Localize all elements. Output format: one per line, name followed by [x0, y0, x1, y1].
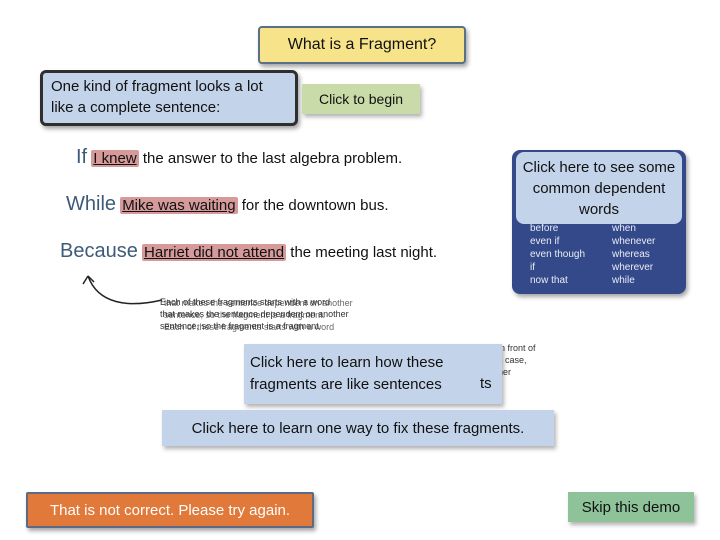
skip-demo-button[interactable]: Skip this demo: [568, 492, 694, 522]
title-box: What is a Fragment?: [258, 26, 466, 64]
overlapping-line-2: that makes the sentence dependent on ano…: [160, 309, 349, 319]
sentence-rest-2: for the downtown bus.: [241, 197, 389, 214]
overlapping-explanation: Each of these fragments starts with a wo…: [160, 296, 349, 332]
subordinator-if: If: [76, 146, 88, 168]
error-message: That is not correct. Please try again.: [26, 492, 314, 528]
dependent-words-col-2: when whenever whereas wherever while: [612, 222, 655, 287]
sentence-1: If I knew the answer to the last algebra…: [76, 146, 402, 169]
overlapping-line-3b: Each of these fragments starts with a wo…: [164, 322, 335, 332]
fragment-highlight-3: Harriet did not attend: [142, 244, 287, 261]
dependent-word: while: [612, 275, 635, 286]
dependent-word: when: [612, 223, 636, 234]
sentence-2: While Mike was waiting for the downtown …: [66, 193, 389, 216]
fragment-highlight-2: Mike was waiting: [120, 197, 238, 214]
fragment-highlight-1: I knew: [91, 150, 139, 167]
dependent-words-label: Click here to see some common dependent …: [522, 158, 676, 218]
overlapping-line-1b: that makes the sentence dependent on ano…: [164, 298, 353, 308]
overlapping-line-1: Each of these fragments starts with a wo…: [160, 297, 331, 307]
dependent-words-col-1: before even if even though if now that: [530, 222, 585, 287]
intro-text: One kind of fragment looks a lot like a …: [51, 78, 263, 116]
fix-fragments-button[interactable]: Click here to learn one way to fix these…: [162, 410, 554, 446]
dependent-word: whereas: [612, 249, 650, 260]
dependent-word: before: [530, 223, 559, 234]
error-message-text: That is not correct. Please try again.: [49, 501, 291, 519]
hidden-line-1: in front of: [498, 343, 536, 353]
learn-how-label: Click here to learn how these fragments …: [250, 354, 444, 393]
hidden-line-2: s case,: [498, 355, 527, 365]
sentence-rest-1: the answer to the last algebra problem.: [142, 150, 403, 167]
dependent-word: wherever: [612, 262, 654, 273]
overlapping-explanation-layer: that makes the sentence dependent on ano…: [164, 297, 353, 333]
learn-how-button[interactable]: Click here to learn how these fragments …: [244, 344, 502, 404]
hidden-text-right: in front of s case, her: [498, 342, 536, 378]
page-title: What is a Fragment?: [287, 36, 437, 53]
subordinator-while: While: [66, 193, 117, 215]
dependent-word: if: [530, 262, 535, 273]
intro-box: One kind of fragment looks a lot like a …: [40, 70, 298, 126]
dependent-word: now that: [530, 275, 568, 286]
dependent-word: even if: [530, 236, 560, 247]
learn-suffix-text: ts: [480, 375, 492, 392]
curved-arrow-icon: [82, 275, 163, 305]
overlapping-line-3: sentence, so the fragment is a fragment.: [160, 321, 322, 331]
fix-fragments-label: Click here to learn one way to fix these…: [191, 419, 525, 437]
overlapping-line-2b: sentence, so the fragment is a fragment.: [164, 310, 326, 320]
sentence-rest-3: the meeting last night.: [290, 244, 438, 261]
subordinator-because: Because: [60, 240, 138, 262]
hidden-line-3: her: [498, 367, 512, 377]
dependent-word: whenever: [612, 236, 656, 247]
dependent-word: even though: [530, 249, 586, 260]
dependent-words-button[interactable]: Click here to see some common dependent …: [516, 152, 682, 224]
sentence-3: Because Harriet did not attend the meeti…: [60, 240, 437, 263]
begin-button[interactable]: Click to begin: [302, 84, 420, 114]
